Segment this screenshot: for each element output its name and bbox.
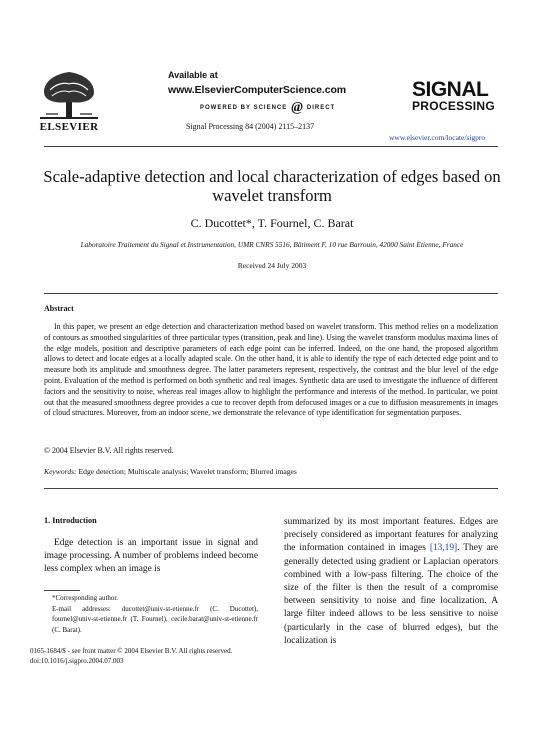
available-at-label: Available at	[168, 70, 218, 80]
powered-by-sciencedirect: POWERED BY SCIENCE @ DIRECT	[200, 100, 335, 116]
keywords-list: Edge detection; Multiscale analysis; Wav…	[76, 467, 297, 476]
front-matter-line: 0165-1684/$ - see front matter © 2004 El…	[30, 647, 233, 655]
elsevier-logo: ELSEVIER	[30, 70, 108, 134]
science-direct-site-link[interactable]: www.ElsevierComputerScience.com	[168, 84, 346, 96]
signal-processing-logo: SIGNAL PROCESSING	[412, 78, 500, 113]
right-column-text-part2: . They are generally detected using grad…	[284, 543, 498, 646]
article-title: Scale-adaptive detection and local chara…	[43, 167, 501, 205]
abstract-bottom-divider	[44, 488, 498, 489]
citation-link[interactable]: [13,19]	[429, 543, 458, 554]
abstract-copyright: © 2004 Elsevier B.V. All rights reserved…	[44, 446, 174, 455]
doi-line: doi:10.1016/j.sigpro.2004.07.003	[30, 657, 124, 665]
email-addresses: E-mail addresses: ducottet@univ-st-etien…	[52, 604, 258, 634]
right-column-text-part1: summarized by its most important feature…	[284, 517, 498, 554]
journal-url-link[interactable]: www.elsevier.com/locate/sigpro	[389, 133, 486, 142]
powered-by-label: POWERED BY SCIENCE	[200, 105, 288, 111]
corresponding-author-note: *Corresponding author.	[52, 594, 119, 602]
powered-direct-label: DIRECT	[306, 105, 336, 111]
footnote-divider	[44, 590, 80, 591]
header-divider	[44, 146, 498, 147]
publisher-name: ELSEVIER	[39, 121, 99, 133]
page-footer: 0165-1684/$ - see front matter © 2004 El…	[30, 646, 232, 666]
article-authors: C. Ducottet*, T. Fournel, C. Barat	[190, 216, 354, 230]
footnote: *Corresponding author. E-mail addresses:…	[44, 593, 258, 635]
journal-logo-line1: SIGNAL	[412, 78, 489, 101]
right-column-text: summarized by its most important feature…	[284, 516, 498, 648]
section-heading: 1. Introduction	[44, 516, 97, 525]
elsevier-tree-icon	[40, 72, 98, 119]
left-column-text: Edge detection is an important issue in …	[44, 538, 258, 575]
abstract-heading: Abstract	[44, 304, 74, 313]
keywords: Keywords: Edge detection; Multiscale ana…	[44, 467, 297, 476]
sciencedirect-at-icon: @	[291, 100, 303, 115]
received-date: Received 24 July 2003	[237, 261, 307, 270]
author-affiliation: Laboratoire Traitement du Signal et Inst…	[80, 240, 464, 249]
journal-logo-line2: PROCESSING	[412, 99, 496, 113]
keywords-label: Keywords:	[44, 467, 77, 476]
journal-reference: Signal Processing 84 (2004) 2115–2137	[186, 122, 315, 131]
abstract-top-divider	[44, 293, 498, 294]
abstract-text: In this paper, we present an edge detect…	[44, 322, 498, 418]
